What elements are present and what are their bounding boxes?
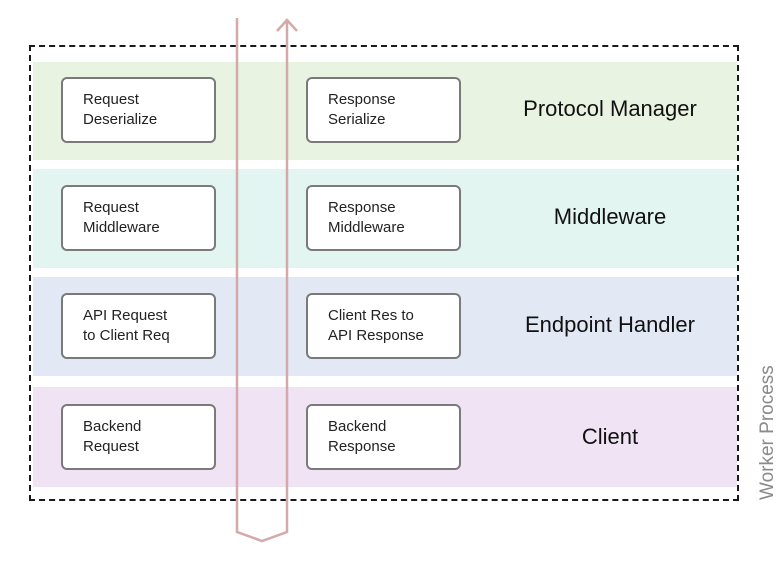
box-line: Request — [83, 438, 139, 455]
box-line: Deserialize — [83, 111, 158, 128]
box-line: Response — [328, 199, 396, 216]
box-line: Backend — [328, 418, 387, 435]
api-request-to-client-req-box: API Request to Client Req — [61, 293, 216, 359]
layer-label-client: Client — [581, 424, 639, 449]
layer-label-protocol-manager: Protocol Manager — [523, 96, 697, 121]
request-middleware-box: Request Middleware — [61, 185, 216, 251]
box-line: Middleware — [83, 219, 160, 236]
box-line: API Response — [328, 327, 424, 344]
backend-request-box: Backend Request — [61, 404, 216, 470]
box-line: to Client Req — [83, 327, 170, 344]
box-line: Request — [83, 91, 139, 108]
box-line: API Request — [83, 307, 168, 324]
worker-process-boundary — [29, 45, 739, 501]
worker-process-label: Worker Process — [757, 365, 778, 500]
box-line: Response — [328, 91, 396, 108]
box-line: Response — [328, 438, 396, 455]
backend-response-box: Backend Response — [306, 404, 461, 470]
response-middleware-box: Response Middleware — [306, 185, 461, 251]
client-res-to-api-response-box: Client Res to API Response — [306, 293, 461, 359]
layer-label-endpoint-handler: Endpoint Handler — [524, 312, 695, 337]
box-line: Serialize — [328, 111, 386, 128]
request-deserialize-box: Request Deserialize — [61, 77, 216, 143]
box-line: Request — [83, 199, 139, 216]
layer-label-middleware: Middleware — [553, 204, 667, 229]
box-line: Middleware — [328, 219, 405, 236]
box-line: Backend — [83, 418, 142, 435]
response-serialize-box: Response Serialize — [306, 77, 461, 143]
box-line: Client Res to — [328, 307, 414, 324]
